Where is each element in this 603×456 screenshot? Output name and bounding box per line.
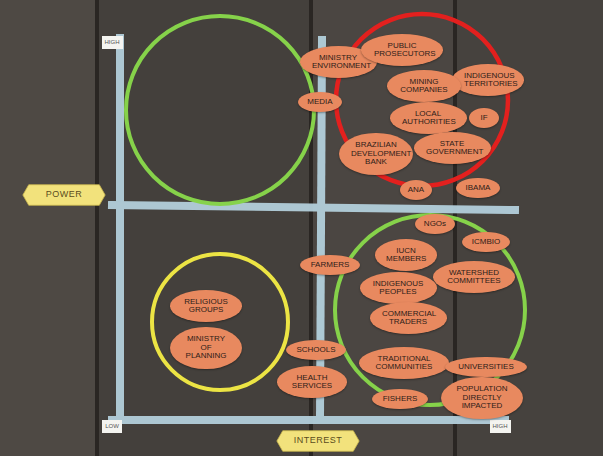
node-text: FISHERS [383,395,418,403]
axis-note: HIGH [490,420,511,433]
stakeholder-ellipse: IUCN MEMBERS [375,239,437,271]
stakeholder-ellipse: COMMERCIAL TRADERS [370,302,447,334]
axis-note: LOW [102,420,122,433]
node-text: IUCN MEMBERS [386,247,426,264]
node-text: HIGH [105,39,120,45]
axis-note: HIGH [102,36,123,49]
stakeholder-ellipse: FARMERS [300,255,360,275]
node-text: BRAZILIAN DEVELOPMENT BANK [351,141,401,166]
node-text: IBAMA [466,184,491,192]
node-text: MEDIA [307,98,332,106]
stakeholder-ellipse: WATERSHED COMMITTEES [433,261,515,293]
stakeholder-ellipse: IBAMA [456,178,499,198]
node-text: ICMBIO [472,238,500,246]
node-text: UNIVERSITIES [458,363,514,371]
node-text: INDIGENOUS TERRITORIES [464,72,512,89]
node-text: MINING COMPANIES [399,78,449,95]
stakeholder-ellipse: NGOs [415,214,455,234]
stakeholder-ellipse: UNIVERSITIES [445,357,526,377]
stakeholder-ellipse: STATE GOVERNMENT [414,132,491,164]
axis-label-hexagon: POWER [22,184,106,206]
node-text: ANA [408,186,424,194]
node-text: PUBLIC PROSECUTORS [374,42,430,59]
stakeholder-ellipse: INDIGENOUS TERRITORIES [452,64,524,96]
node-text: TRADITIONAL COMMUNITIES [373,355,435,372]
node-text: STATE GOVERNMENT [426,140,478,157]
stakeholder-ellipse: MINISTRY OF PLANNING [170,327,242,370]
axis-label-hexagon: INTEREST [276,430,360,452]
node-text: WATERSHED COMMITTEES [446,269,502,286]
stakeholder-ellipse: LOCAL AUTHORITIES [390,102,467,134]
node-text: LOW [105,423,119,429]
stakeholder-ellipse: ICMBIO [462,232,510,252]
node-text: HEALTH SERVICES [289,374,335,391]
node-text: MINISTRY ENVIRONMENT [312,54,364,71]
node-text: INDIGENOUS PEOPLES [372,280,424,297]
node-text: COMMERCIAL TRADERS [382,310,434,327]
node-text: RELIGIOUS GROUPS [182,298,230,315]
stakeholder-ellipse: MEDIA [298,92,342,112]
node-text: FARMERS [311,261,350,269]
stakeholder-ellipse: HEALTH SERVICES [277,366,347,398]
stakeholder-ellipse: MINING COMPANIES [387,70,462,102]
stakeholder-ellipse: INDIGENOUS PEOPLES [360,272,437,304]
node-text: IF [480,114,487,122]
stakeholder-ellipse: POPULATION DIRECTLY IMPACTED [441,377,523,420]
node-text: SCHOOLS [296,346,335,354]
stakeholder-ellipse: PUBLIC PROSECUTORS [361,34,443,66]
node-text: LOCAL AUTHORITIES [402,110,454,127]
node-text: MINISTRY OF PLANNING [182,335,230,360]
node-text: HIGH [493,423,508,429]
node-text: POPULATION DIRECTLY IMPACTED [454,385,510,410]
node-text: POWER [46,190,83,199]
stakeholder-ellipse: IF [469,108,499,128]
stakeholder-ellipse: FISHERS [372,389,427,409]
stakeholder-ellipse: RELIGIOUS GROUPS [170,290,242,322]
node-text: NGOs [424,220,446,228]
stakeholder-ellipse: TRADITIONAL COMMUNITIES [359,347,449,379]
node-text: INTEREST [294,436,343,445]
